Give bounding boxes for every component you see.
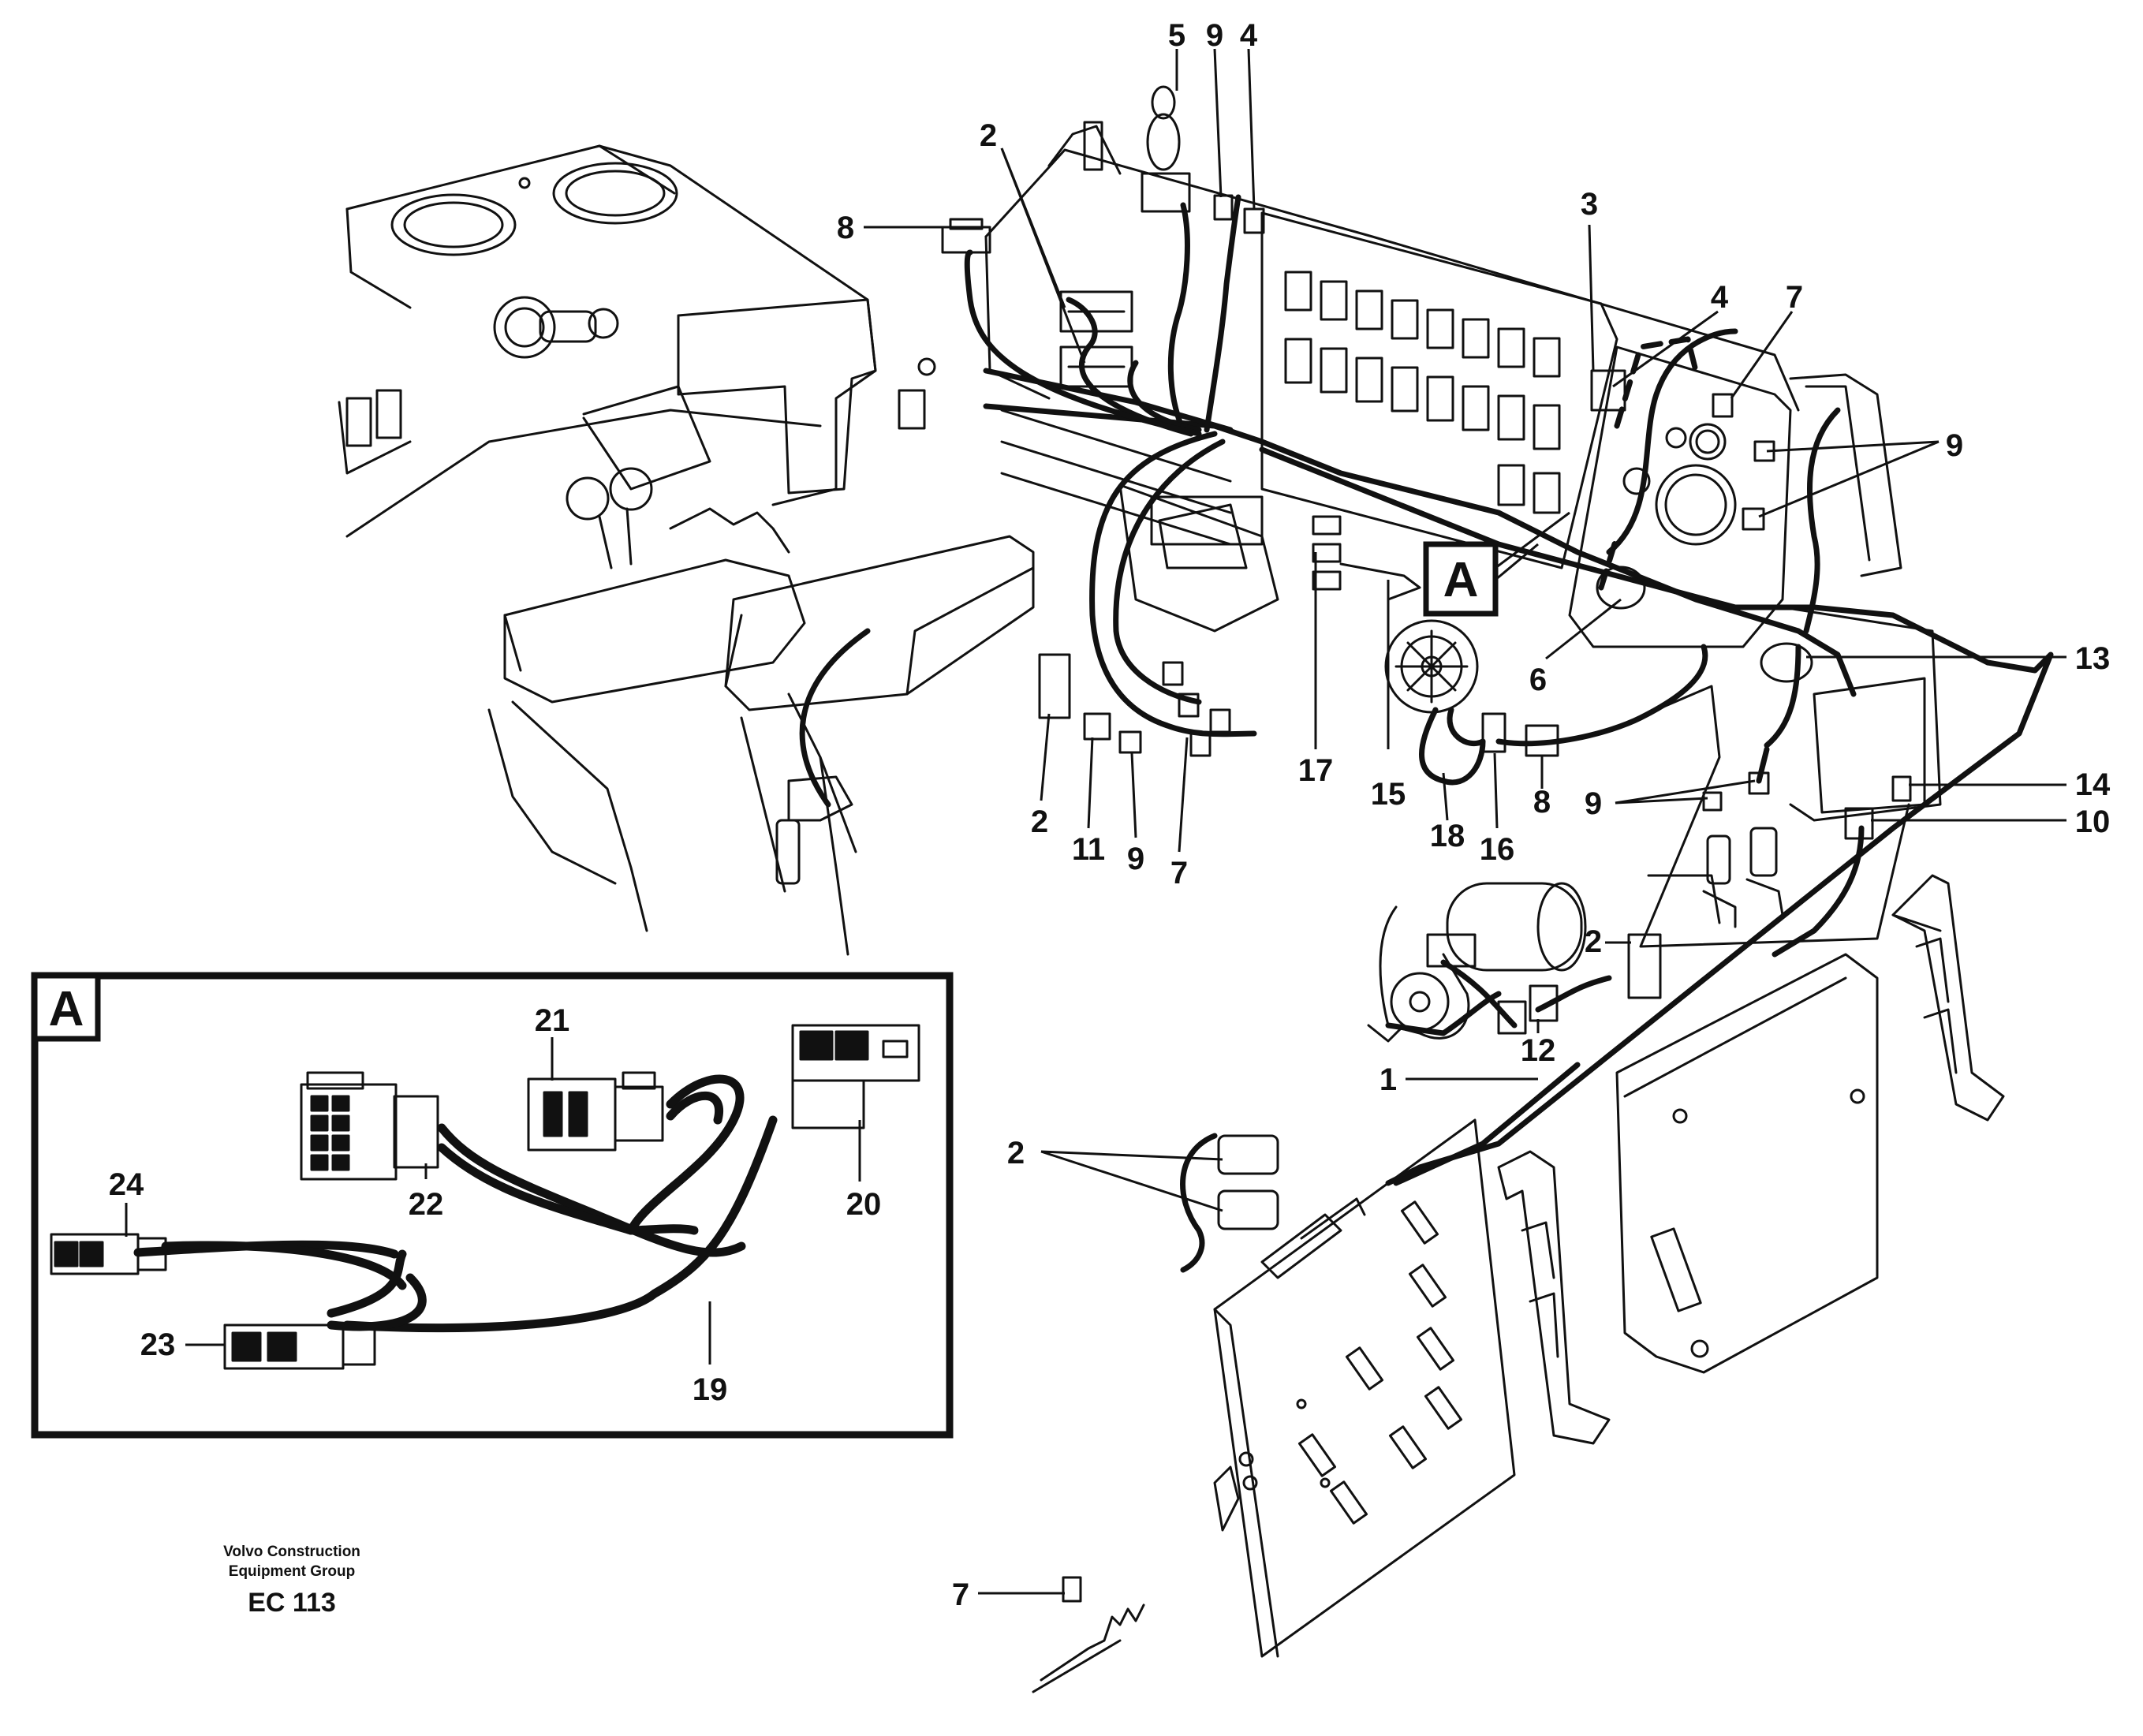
connector-17-c bbox=[1312, 570, 1342, 591]
figure-code: EC 113 bbox=[248, 1588, 336, 1618]
detail-a-label: A bbox=[1443, 553, 1479, 607]
publisher-credit: Volvo Construction Equipment Group EC 11… bbox=[174, 1542, 410, 1618]
callout-3: 3 bbox=[1581, 187, 1598, 222]
callout-labels: 2 5 9 4 8 3 4 7 9 13 6 17 15 18 16 8 9 1… bbox=[109, 18, 2111, 1612]
leader-lines bbox=[125, 48, 2066, 1595]
detail-a-inset: A bbox=[31, 972, 954, 1439]
callout-6: 6 bbox=[1529, 663, 1547, 697]
inset-harness-drawing bbox=[50, 1024, 920, 1370]
dsub-2-upper bbox=[1217, 1134, 1279, 1175]
connector-2-upper bbox=[1059, 290, 1133, 333]
callout-9: 9 bbox=[1585, 786, 1602, 821]
callout-10: 10 bbox=[2075, 805, 2111, 839]
connector-3 bbox=[1590, 369, 1626, 412]
connector-9-right-b bbox=[1742, 507, 1765, 531]
callout-2: 2 bbox=[980, 118, 997, 153]
connector-6 bbox=[1596, 566, 1646, 610]
connector-7-left-c bbox=[1209, 708, 1231, 734]
callout-7: 7 bbox=[952, 1577, 969, 1612]
connector-5 bbox=[1141, 172, 1191, 213]
callout-9: 9 bbox=[1127, 842, 1144, 876]
callout-8: 8 bbox=[837, 211, 854, 245]
callout-7: 7 bbox=[1170, 856, 1188, 890]
callout-14: 14 bbox=[2075, 767, 2111, 802]
connector-9-top bbox=[1213, 194, 1234, 221]
connector-12-b bbox=[1497, 1000, 1527, 1035]
detail-a-marker: A bbox=[1423, 511, 1570, 617]
callout-9: 9 bbox=[1946, 428, 1963, 463]
connector-9-lower-a bbox=[1702, 791, 1723, 812]
dsub-2-lower bbox=[1217, 1189, 1279, 1230]
callout-2: 2 bbox=[1031, 805, 1048, 839]
credit-line-1: Volvo Construction bbox=[223, 1544, 360, 1560]
callout-2: 2 bbox=[1007, 1136, 1025, 1170]
callout-8: 8 bbox=[1533, 785, 1551, 819]
callout-19: 19 bbox=[693, 1372, 728, 1407]
callout-17: 17 bbox=[1298, 753, 1334, 788]
callout-9: 9 bbox=[1206, 18, 1223, 53]
connector-9-lower-b bbox=[1748, 771, 1770, 795]
switch-rows bbox=[1284, 271, 1561, 514]
connector-14 bbox=[1891, 775, 1912, 802]
callout-21: 21 bbox=[535, 1003, 570, 1038]
grommet-13 bbox=[1760, 642, 1813, 683]
connector-7-bottom bbox=[1062, 1576, 1082, 1603]
connector-7-left-b bbox=[1178, 693, 1200, 718]
callout-4: 4 bbox=[1711, 280, 1729, 315]
pcb-chips bbox=[1297, 1200, 1463, 1525]
callout-5: 5 bbox=[1168, 18, 1185, 53]
callout-11: 11 bbox=[1072, 832, 1105, 867]
operator-console-drawing bbox=[338, 144, 1035, 956]
connector-17-a bbox=[1312, 515, 1342, 536]
callout-2: 2 bbox=[1585, 924, 1602, 959]
callout-13: 13 bbox=[2075, 641, 2111, 676]
harness-connectors bbox=[941, 85, 1912, 1693]
wiper-motor-drawing bbox=[1367, 882, 1587, 1043]
control-units-drawing bbox=[1213, 874, 2005, 1658]
connector-12-a bbox=[1529, 984, 1559, 1022]
callout-20: 20 bbox=[846, 1187, 882, 1222]
callout-18: 18 bbox=[1430, 819, 1465, 853]
connector-17-b bbox=[1312, 543, 1342, 563]
connector-2-lower bbox=[1059, 345, 1133, 388]
connector-2-motor bbox=[1627, 933, 1662, 999]
callout-12: 12 bbox=[1521, 1033, 1556, 1068]
connector-7-left-a bbox=[1162, 661, 1184, 686]
connector-10 bbox=[1844, 807, 1874, 840]
callout-4: 4 bbox=[1240, 18, 1258, 53]
callout-22: 22 bbox=[409, 1187, 444, 1222]
connector-2-left bbox=[1038, 653, 1071, 719]
inset-a-label: A bbox=[49, 982, 84, 1036]
callout-24: 24 bbox=[109, 1167, 144, 1202]
connector-11 bbox=[1083, 712, 1111, 741]
callout-15: 15 bbox=[1371, 777, 1406, 812]
connector-16 bbox=[1481, 712, 1506, 753]
callout-1: 1 bbox=[1380, 1062, 1397, 1097]
connector-8-top bbox=[941, 226, 991, 254]
callout-16: 16 bbox=[1480, 832, 1515, 867]
connector-9-left bbox=[1118, 730, 1142, 754]
callout-7: 7 bbox=[1786, 280, 1803, 315]
callout-23: 23 bbox=[140, 1327, 176, 1362]
connector-7-top bbox=[1712, 393, 1734, 418]
credit-line-2: Equipment Group bbox=[228, 1563, 356, 1580]
connector-7-left-d bbox=[1189, 732, 1212, 757]
connector-4-top bbox=[1243, 207, 1265, 234]
